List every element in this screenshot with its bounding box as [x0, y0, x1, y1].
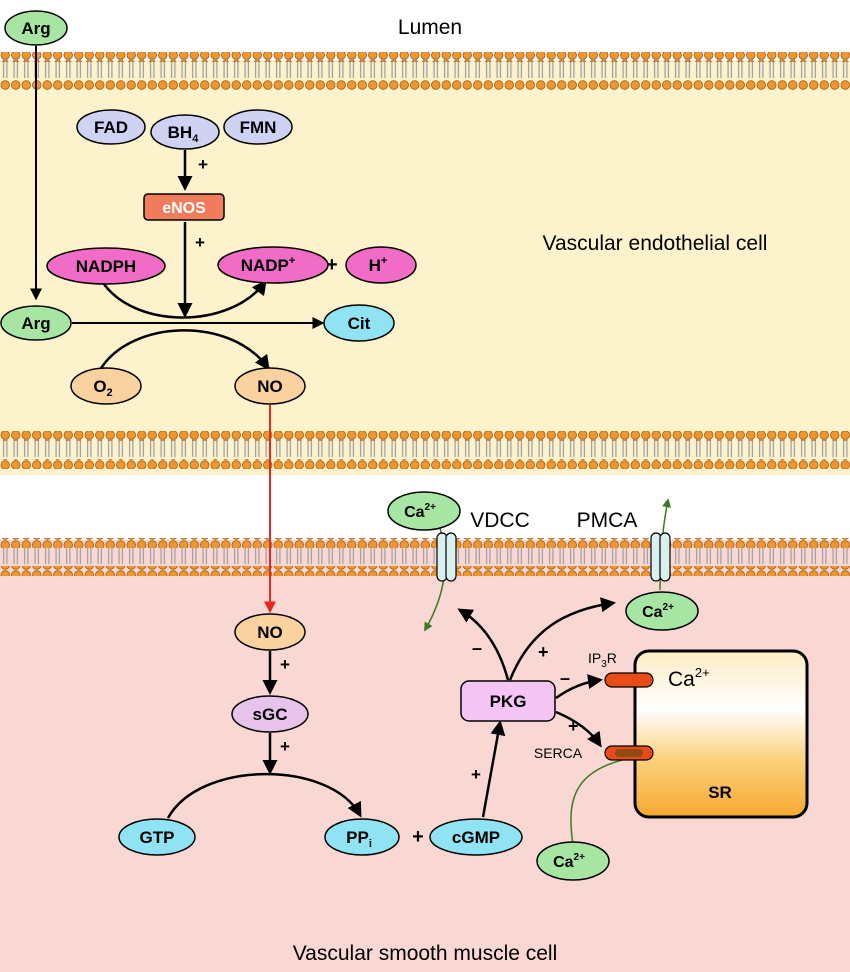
gtp-to-ppi-arrow: [166, 772, 362, 819]
svg-text:cGMP: cGMP: [452, 828, 500, 847]
smooth-muscle-cell-label: Vascular smooth muscle cell: [293, 942, 558, 965]
no-sgc-sign: +: [280, 655, 290, 674]
svg-text:O2: O2: [93, 377, 112, 399]
svg-text:GTP: GTP: [140, 828, 175, 847]
ip3r-channel: [604, 672, 654, 688]
pkg-to-pmca-arrow: [508, 597, 616, 681]
cit-node: Cit: [323, 304, 395, 342]
svg-text:Ca2+: Ca2+: [553, 852, 585, 871]
pmca-label: PMCA: [577, 509, 638, 532]
h-plus-node: H+: [345, 246, 417, 284]
pkg-to-ip3r-arrow: [555, 674, 603, 700]
o2-to-no-arrow: [98, 329, 270, 371]
serca-channel: [604, 745, 654, 761]
svg-text:BH4: BH4: [168, 123, 200, 145]
svg-text:Ca2+: Ca2+: [642, 602, 674, 621]
pkg-pmca-sign: +: [538, 642, 549, 662]
svg-text:FAD: FAD: [94, 118, 128, 137]
gtp-node: GTP: [118, 818, 196, 856]
svg-text:FMN: FMN: [240, 118, 277, 137]
sgc-node: sGC: [231, 695, 309, 733]
o2-node: O2: [70, 367, 142, 405]
sr-calcium-label: Ca2+: [668, 665, 710, 691]
ip3r-label: IP3R: [588, 650, 617, 670]
sgc-gtp-sign: +: [280, 737, 290, 756]
lumen-label: Lumen: [398, 16, 462, 39]
cgmp-node: cGMP: [429, 818, 523, 856]
sr-label: SR: [708, 783, 732, 802]
nadph-to-nadp-arrow: [98, 277, 267, 319]
no-endothelial-node: NO: [234, 367, 306, 405]
svg-text:H+: H+: [369, 255, 388, 275]
endothelial-basal-membrane: [0, 431, 850, 469]
fad-node: FAD: [76, 109, 146, 145]
sr-compartment: SR: [633, 649, 809, 819]
ppi-node: PPi: [324, 818, 400, 856]
svg-text:PPi: PPi: [346, 828, 372, 850]
pkg-ip3r-sign: –: [560, 668, 570, 688]
svg-text:eNOS: eNOS: [162, 200, 206, 217]
arg-lumen-node: Arg: [4, 10, 68, 46]
svg-text:sGC: sGC: [253, 705, 288, 724]
endothelial-cell-label: Vascular endothelial cell: [543, 232, 768, 255]
svg-text:Cit: Cit: [348, 314, 371, 333]
lumen-region: [0, 0, 850, 60]
serca-label: SERCA: [534, 745, 583, 761]
ca-extracellular-node: Ca2+: [387, 491, 461, 531]
vdcc-channel: [436, 532, 457, 582]
ca-pmca-node: Ca2+: [625, 591, 699, 631]
svg-text:NADPH: NADPH: [76, 257, 136, 276]
arg-endothelial-node: Arg: [0, 305, 72, 341]
nadph-node: NADPH: [46, 247, 166, 285]
bh4-node: BH4: [150, 114, 220, 150]
nadp-h-plus-sign: +: [326, 254, 338, 276]
pkg-node: PKG: [460, 680, 556, 722]
fmn-node: FMN: [223, 109, 293, 145]
ca-cytosolic-node: Ca2+: [536, 841, 610, 881]
pmca-channel: [650, 532, 671, 582]
enos-node: eNOS: [143, 193, 225, 221]
ppi-cgmp-sign: +: [412, 826, 424, 848]
pkg-to-serca-arrow: [555, 710, 602, 748]
svg-text:Arg: Arg: [21, 314, 50, 333]
vdcc-label: VDCC: [470, 509, 530, 532]
nadp-node: NADP+: [217, 246, 329, 284]
cgmp-pkg-sign: +: [471, 765, 481, 784]
no-smooth-muscle-node: NO: [234, 613, 306, 651]
svg-text:NO: NO: [257, 623, 283, 642]
pkg-to-vdcc-arrow: [457, 608, 510, 681]
lumen-membrane: [0, 52, 850, 90]
cgmp-to-pkg-arrow: [481, 720, 506, 818]
bh4-enos-sign: +: [198, 155, 208, 174]
svg-text:NO: NO: [257, 377, 283, 396]
pkg-vdcc-sign: –: [472, 638, 482, 658]
svg-text:PKG: PKG: [490, 692, 527, 711]
svg-text:NADP+: NADP+: [241, 255, 296, 275]
svg-text:Ca2+: Ca2+: [404, 502, 436, 521]
smooth-muscle-membrane: [0, 538, 850, 576]
pkg-serca-sign: +: [568, 716, 579, 736]
enos-reaction-sign: +: [195, 233, 205, 252]
svg-text:Arg: Arg: [21, 19, 50, 38]
